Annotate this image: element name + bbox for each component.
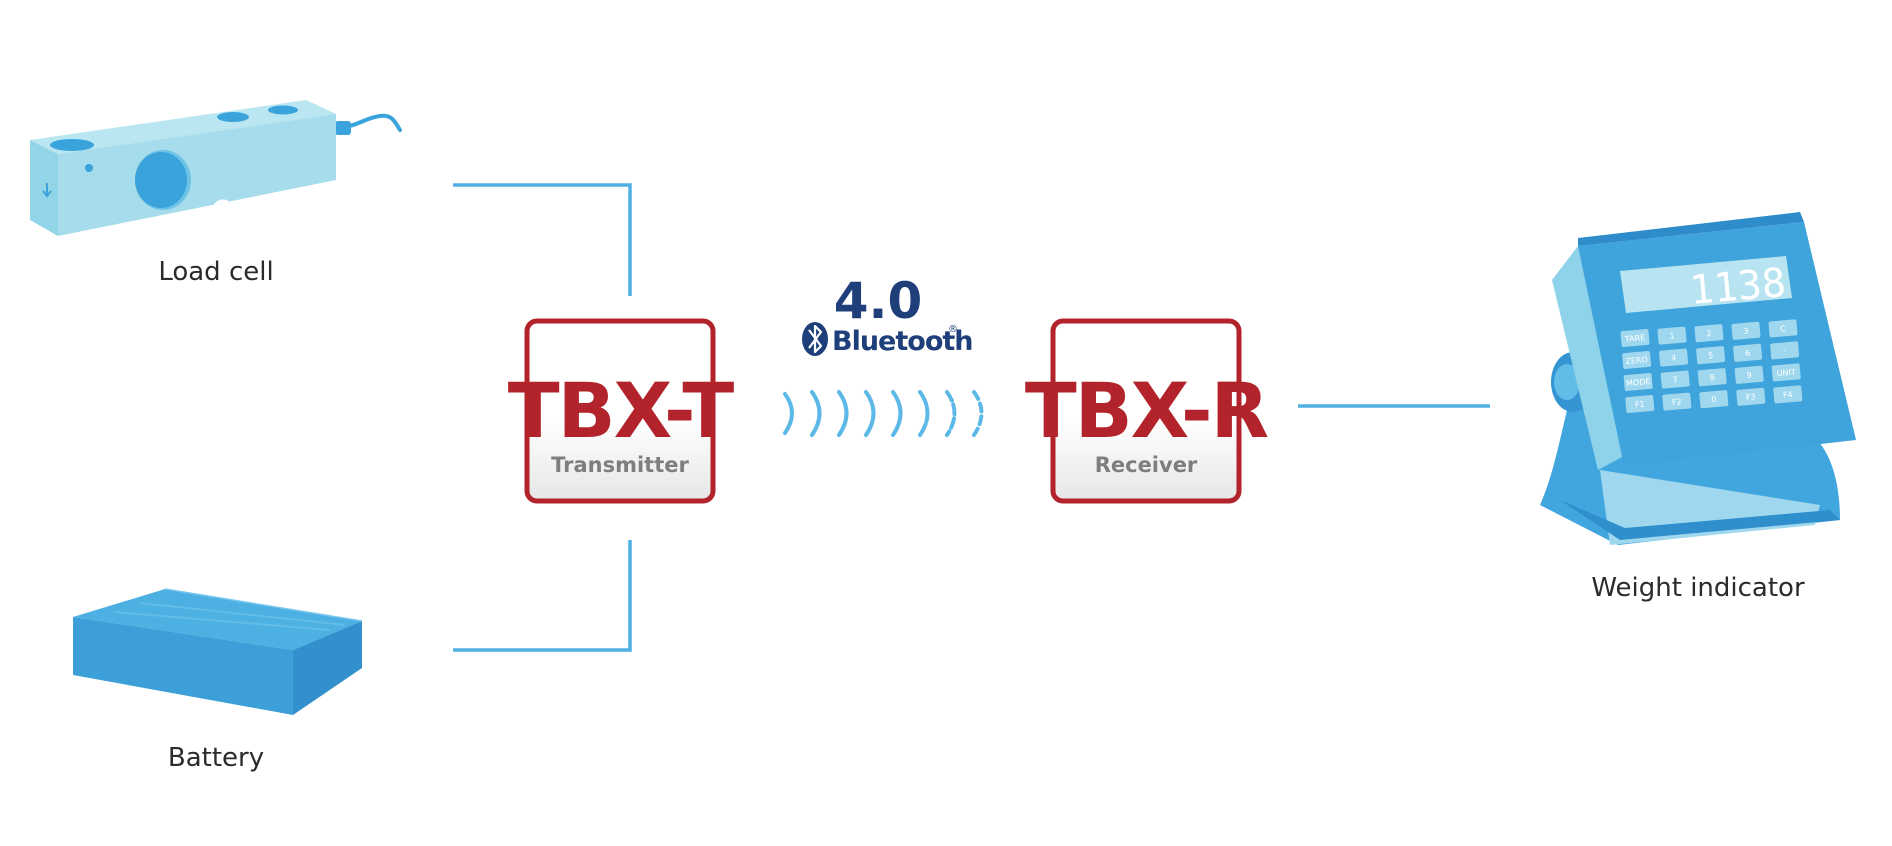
indicator-key-label: 8 — [1709, 373, 1715, 382]
indicator-key-label: F4 — [1783, 390, 1793, 400]
indicator-key: 0 — [1699, 390, 1729, 409]
indicator-key-label: 6 — [1745, 349, 1751, 358]
indicator-key: F3 — [1736, 387, 1766, 406]
connectors — [453, 183, 1490, 652]
indicator-key: C — [1768, 319, 1798, 338]
weight-indicator-label: Weight indicator — [1591, 573, 1805, 603]
indicator-key-label: F1 — [1635, 400, 1645, 410]
indicator-key-label: 9 — [1746, 371, 1752, 380]
indicator-key-label: UNIT — [1776, 368, 1796, 379]
receiver-box: TBX-R Receiver — [1025, 318, 1270, 504]
load-cell-label: Load cell — [158, 257, 273, 287]
connector-load-cell-to-transmitter — [453, 183, 632, 296]
indicator-key-label: · — [1783, 346, 1786, 355]
indicator-key: F2 — [1662, 392, 1692, 411]
indicator-display: 1138 — [1688, 260, 1788, 314]
indicator-key: 3 — [1731, 321, 1761, 340]
battery-label: Battery — [168, 743, 264, 773]
transmitter-subtitle: Transmitter — [551, 453, 689, 477]
indicator-keypad: TARE 1 2 3 C ZERO 4 5 6 · MODE 7 8 9 UNIT F1 F2 0 F3 F4 — [1620, 319, 1803, 414]
bluetooth-version: 4.0 — [834, 272, 923, 330]
indicator-key-label: C — [1780, 324, 1787, 333]
indicator-key-label: 2 — [1706, 329, 1712, 338]
battery-icon — [73, 588, 363, 715]
indicator-key-label: F2 — [1672, 397, 1682, 407]
indicator-key: UNIT — [1771, 363, 1801, 382]
indicator-key: 6 — [1733, 343, 1763, 362]
indicator-key: F4 — [1773, 385, 1803, 404]
indicator-key: 2 — [1694, 324, 1724, 343]
indicator-key: F1 — [1625, 394, 1655, 414]
indicator-key: 5 — [1696, 346, 1726, 365]
indicator-key-label: 7 — [1672, 375, 1678, 384]
receiver-subtitle: Receiver — [1095, 453, 1198, 477]
transmitter-box: TBX-T Transmitter — [508, 318, 736, 504]
indicator-key: 9 — [1734, 365, 1764, 384]
indicator-key: 8 — [1697, 368, 1727, 387]
indicator-key-label: F3 — [1746, 392, 1756, 402]
weight-indicator-icon: 1138 TARE 1 2 3 C ZERO 4 5 6 · MODE 7 8 9 UNIT F1 F2 0 F3 F… — [1540, 212, 1856, 545]
indicator-key-label: 3 — [1743, 327, 1749, 336]
indicator-key: · — [1770, 341, 1800, 360]
load-cell-icon — [30, 100, 402, 236]
transmitter-title: TBX-T — [508, 366, 735, 455]
indicator-key-label: 5 — [1708, 351, 1714, 360]
indicator-key: TARE — [1620, 328, 1650, 348]
bluetooth-word: Bluetooth — [832, 326, 973, 357]
wireless-signal-icon — [783, 390, 984, 437]
receiver-title: TBX-R — [1025, 366, 1268, 455]
indicator-key: 1 — [1657, 326, 1687, 345]
indicator-key-label: ZERO — [1625, 355, 1648, 366]
indicator-key-label: 4 — [1671, 353, 1677, 362]
connector-battery-to-transmitter — [453, 540, 632, 652]
indicator-key: MODE — [1623, 372, 1653, 392]
indicator-key: 7 — [1660, 370, 1690, 389]
indicator-key-label: MODE — [1626, 377, 1651, 388]
bluetooth-icon — [802, 322, 828, 356]
bluetooth-registered-mark: ® — [948, 324, 958, 335]
indicator-key-label: 1 — [1669, 331, 1675, 340]
bluetooth-logo: 4.0 Bluetooth ® — [802, 272, 974, 357]
indicator-key-label: 0 — [1711, 395, 1717, 404]
indicator-key: ZERO — [1622, 350, 1652, 370]
indicator-key: 4 — [1659, 348, 1689, 367]
indicator-key-label: TARE — [1624, 333, 1646, 344]
